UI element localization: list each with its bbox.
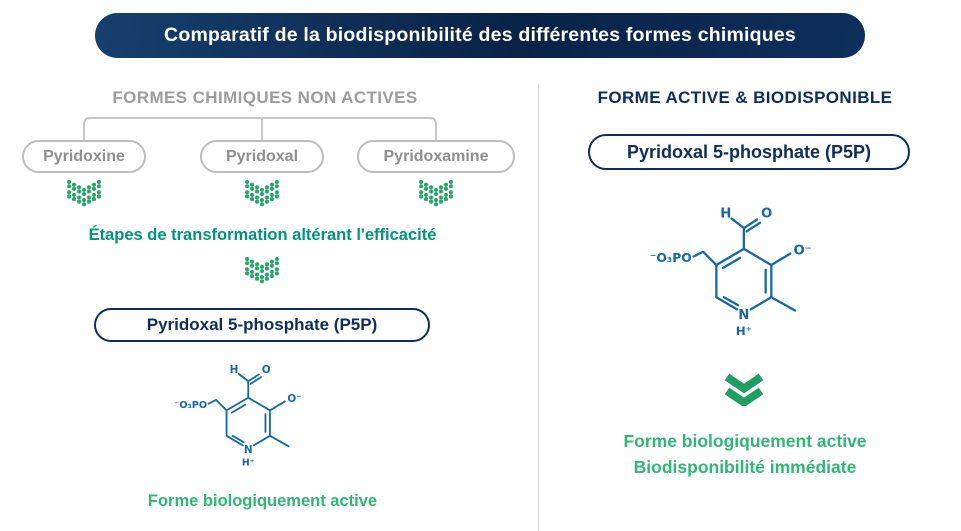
left-column-heading: FORMES CHIMIQUES NON ACTIVES (112, 88, 418, 107)
transformation-note: Étapes de transformation altérant l'effi… (88, 226, 437, 244)
right-column-heading: FORME ACTIVE & BIODISPONIBLE (597, 88, 893, 107)
form-pill-pyridoxamine: Pyridoxamine (357, 140, 515, 173)
right-result-text: Forme biologiquement active Biodisponibi… (555, 428, 935, 480)
title-banner: Comparatif de la biodisponibilité des di… (95, 13, 865, 58)
left-result-text: Forme biologiquement active (147, 492, 378, 510)
page-title: Comparatif de la biodisponibilité des di… (164, 24, 796, 46)
p5p-molecule-left (160, 348, 332, 487)
p5p-molecule-right (632, 186, 850, 362)
down-chevron-dotted-icon (243, 180, 281, 207)
right-result-line1: Forme biologiquement active (623, 431, 867, 451)
column-divider (538, 84, 539, 531)
down-chevron-dotted-icon (65, 180, 103, 207)
right-result-line2: Biodisponibilité immédiate (633, 457, 857, 477)
p5p-pill-left: Pyridoxal 5-phosphate (P5P) (94, 308, 430, 342)
down-chevron-solid-icon (724, 373, 764, 406)
form-pill-pyridoxine: Pyridoxine (22, 140, 146, 173)
down-chevron-dotted-icon (243, 257, 281, 284)
down-chevron-dotted-icon (417, 180, 455, 207)
bracket-connector (83, 117, 437, 140)
form-pill-pyridoxal: Pyridoxal (200, 140, 324, 173)
p5p-pill-right: Pyridoxal 5-phosphate (P5P) (588, 134, 910, 170)
